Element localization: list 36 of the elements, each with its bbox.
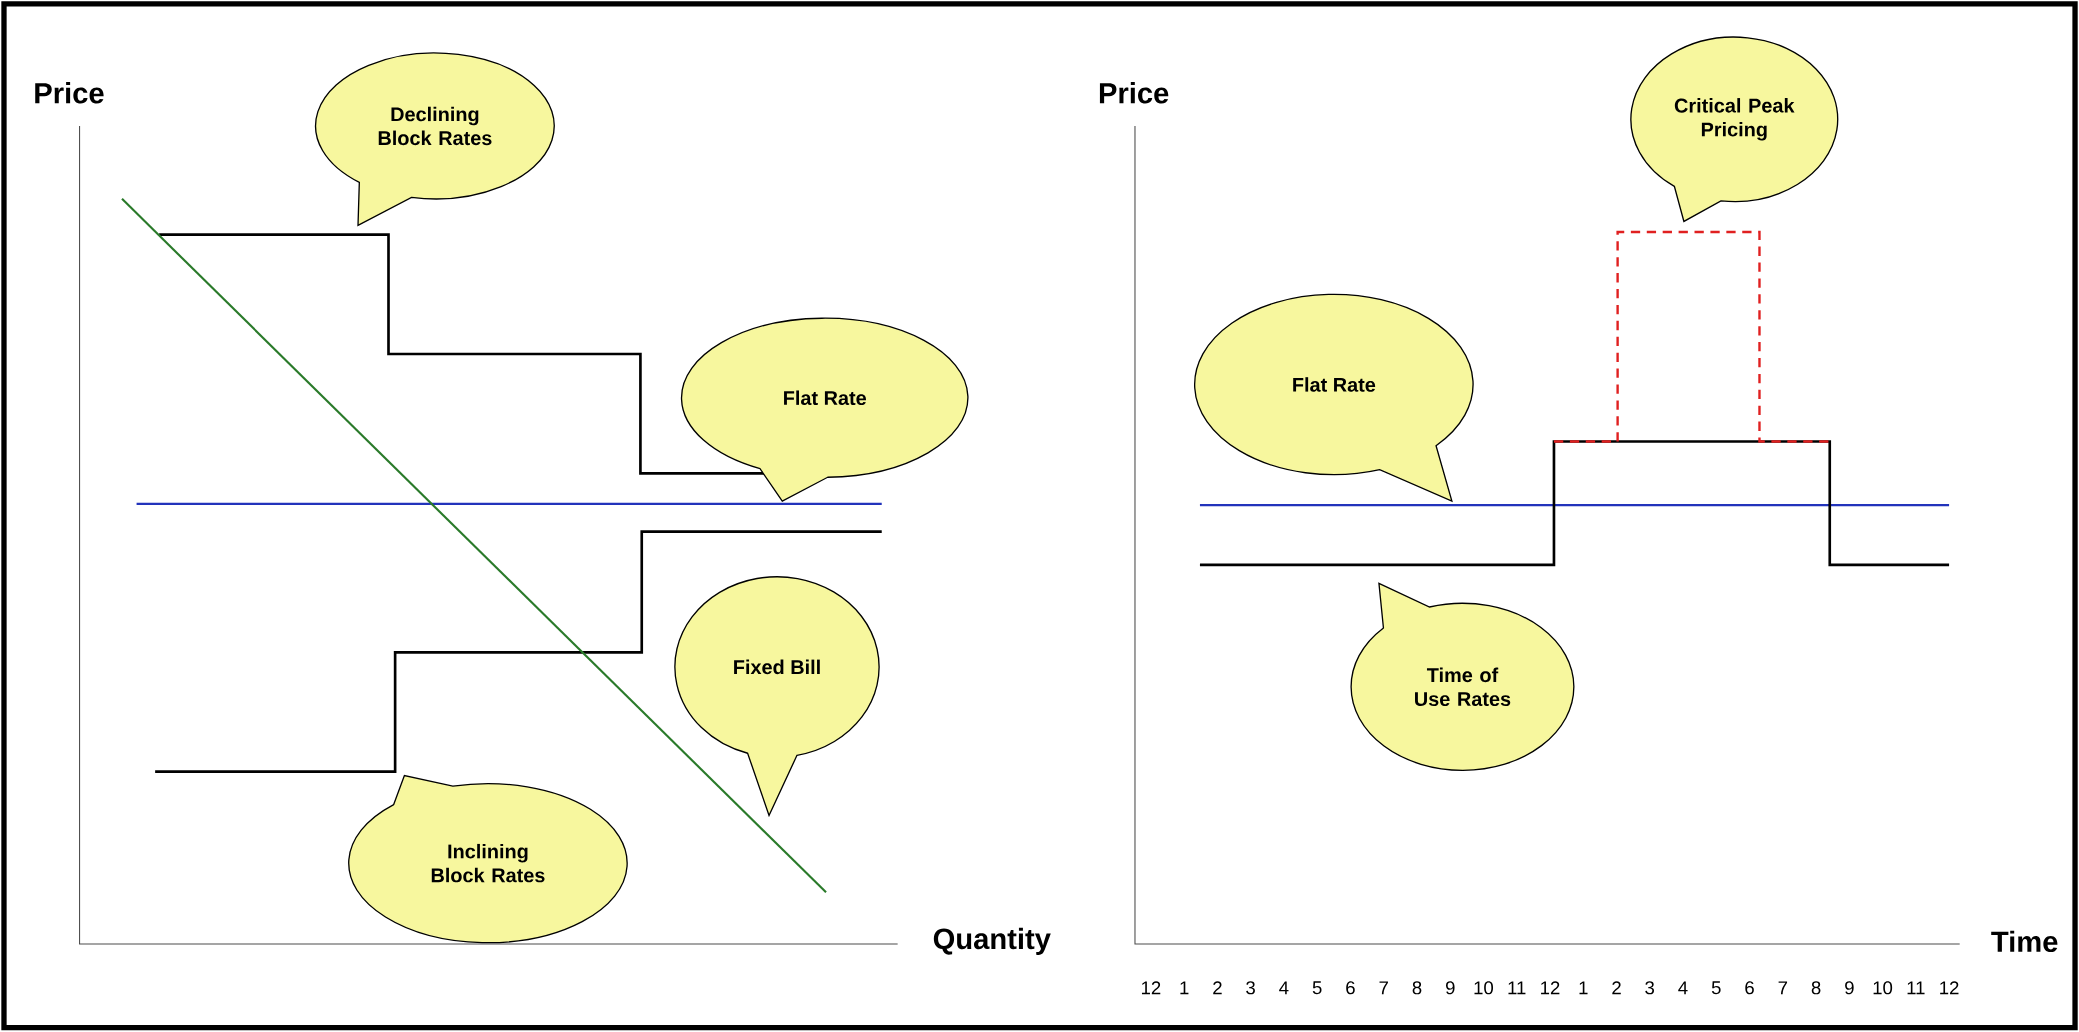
tick-label: 11	[1907, 981, 1925, 995]
tick-label: 6	[1346, 981, 1355, 995]
callout-bubble: Time of Use Rates	[1350, 582, 1575, 772]
tick-label: 12	[1541, 981, 1560, 995]
axis-label: Quantity	[933, 928, 1051, 956]
tick-label: 4	[1678, 981, 1688, 995]
tick-label: 2	[1612, 981, 1621, 995]
tick-label: 7	[1379, 981, 1388, 995]
tick-label: 11	[1508, 981, 1526, 995]
callout-bubble: Critical Peak Pricing	[1630, 36, 1839, 223]
tick-label: 5	[1312, 981, 1322, 995]
tick-label: 10	[1873, 981, 1893, 995]
callout-bubble: Flat Rate	[680, 317, 969, 503]
callout-bubble: Inclining Block Rates	[348, 775, 628, 944]
tick-label: 6	[1745, 981, 1754, 995]
tick-label: 12	[1940, 981, 1959, 995]
callout-bubble: Fixed Bill	[674, 576, 880, 817]
tick-label: 3	[1645, 981, 1655, 995]
callout-bubble: Declining Block Rates	[314, 52, 555, 227]
axis-label: Time	[1991, 930, 2058, 953]
tick-label: 10	[1474, 981, 1494, 995]
tick-label: 2	[1213, 981, 1222, 995]
callout-bubble: Flat Rate	[1194, 293, 1474, 503]
tick-label: 3	[1246, 981, 1255, 995]
tick-label: 5	[1711, 981, 1721, 995]
tick-label: 12	[1142, 981, 1161, 995]
axis-label: Price	[1099, 82, 1169, 104]
tick-label: 1	[1579, 981, 1588, 995]
axis-label: Price	[35, 82, 104, 104]
tick-label: 7	[1778, 981, 1788, 995]
tick-label: 8	[1811, 981, 1821, 995]
tick-label: 4	[1279, 981, 1289, 995]
tick-label: 8	[1412, 981, 1422, 995]
tick-label: 9	[1845, 981, 1854, 995]
tick-label: 1	[1180, 981, 1189, 995]
tick-label: 9	[1446, 981, 1455, 995]
